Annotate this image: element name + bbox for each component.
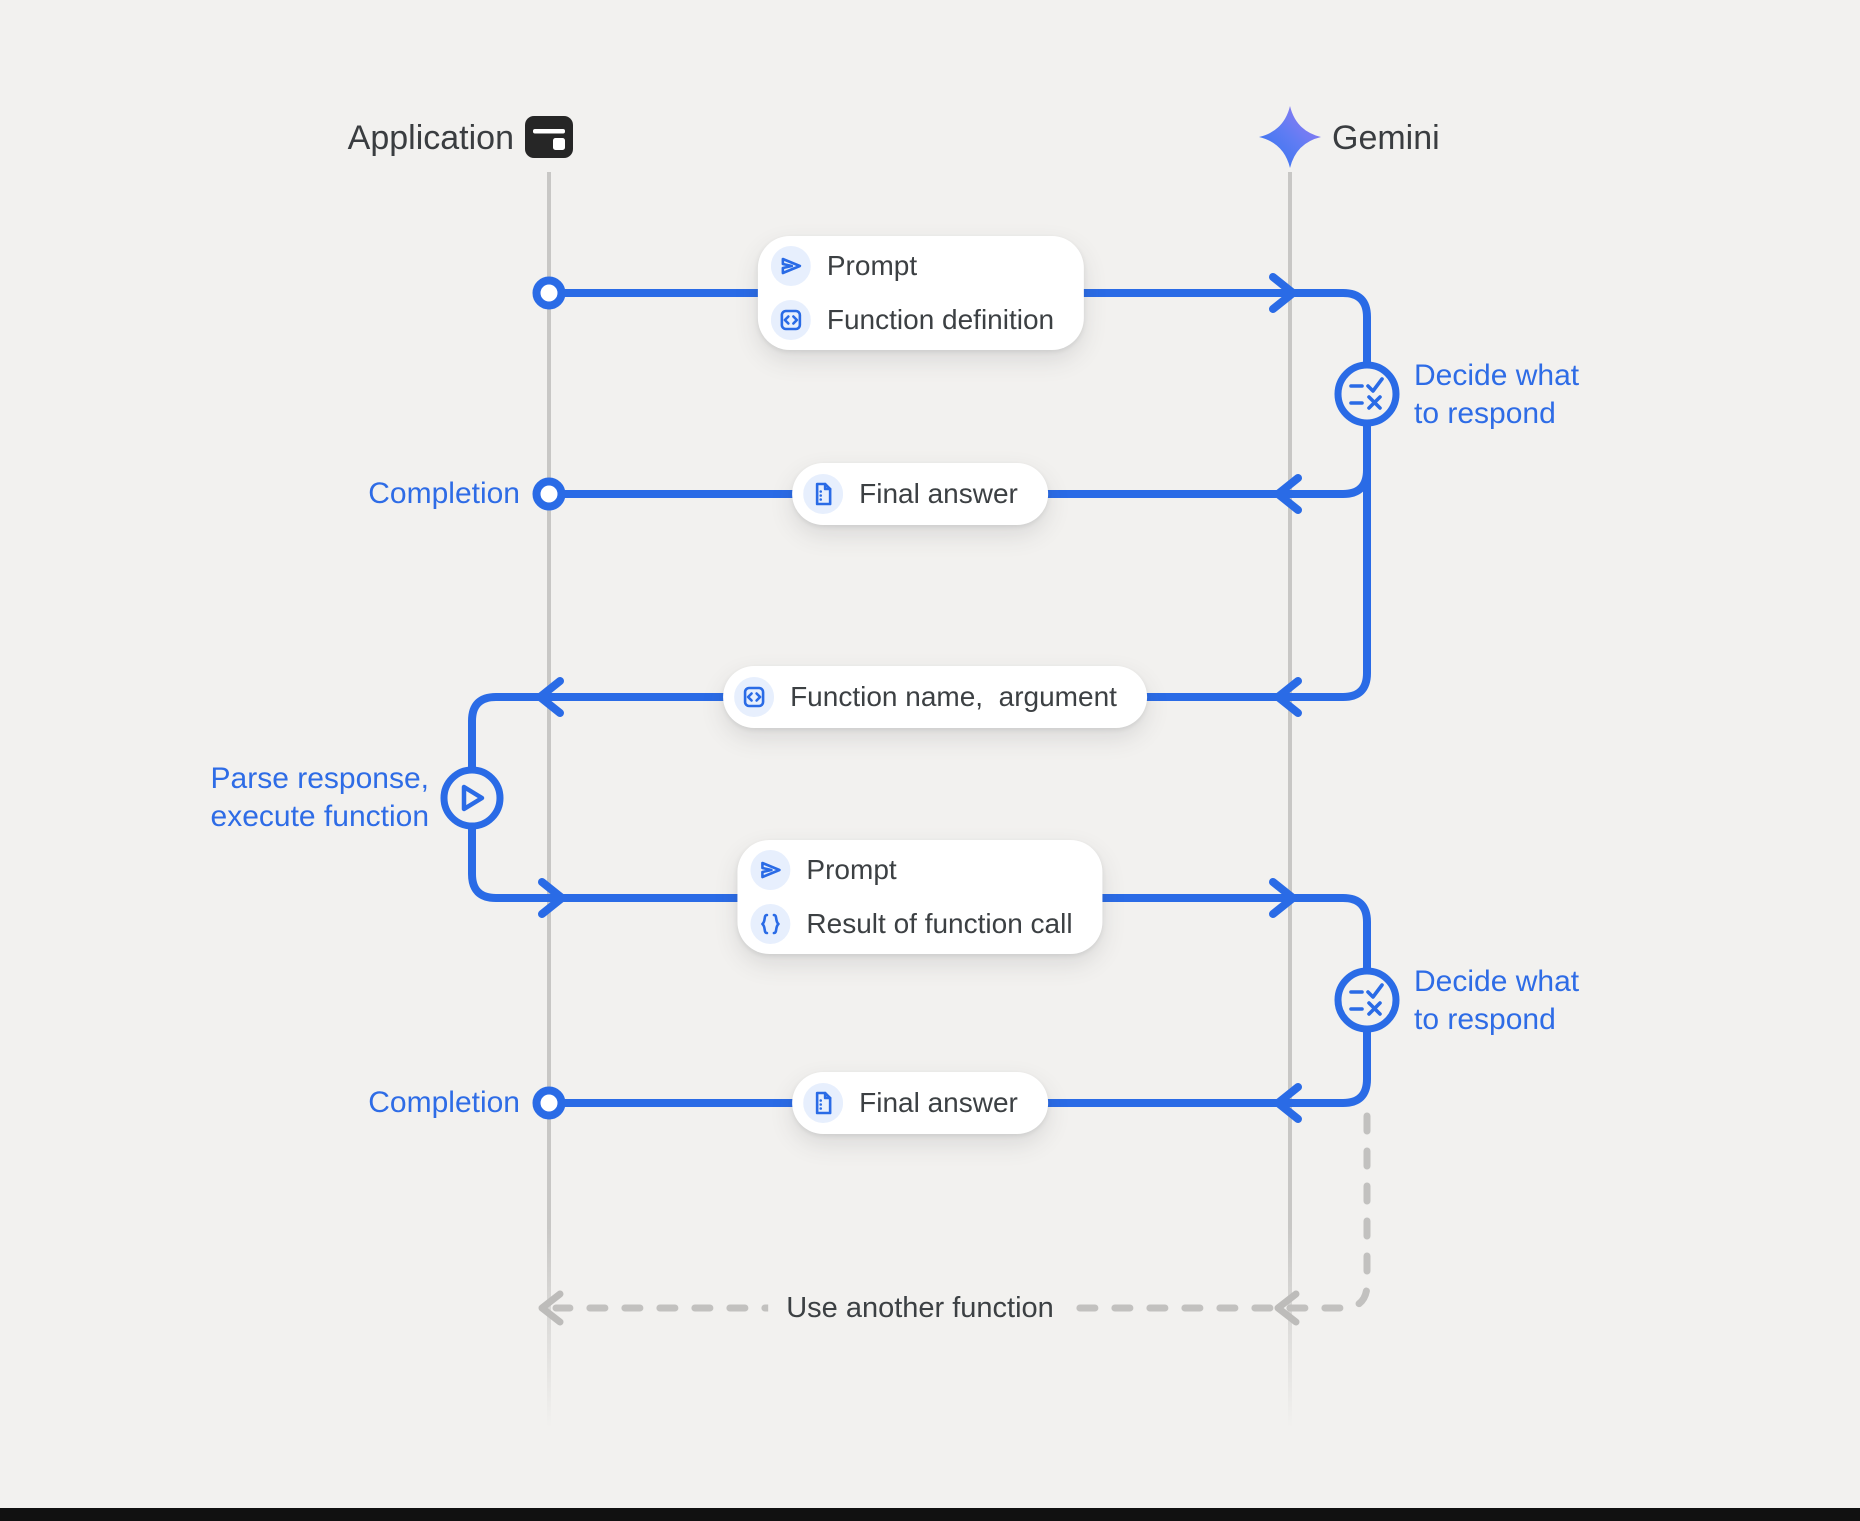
code-icon bbox=[770, 300, 811, 340]
arrow-right-icon bbox=[1269, 878, 1297, 918]
document-icon bbox=[803, 474, 844, 514]
braces-icon bbox=[750, 904, 791, 944]
decide-node-2 bbox=[1334, 967, 1400, 1033]
code-icon bbox=[734, 677, 775, 717]
message-label: Result of function call bbox=[806, 908, 1073, 939]
message-label: Final answer bbox=[859, 1087, 1018, 1118]
message-row: Final answer bbox=[803, 1075, 1018, 1131]
arrow-left-gray-icon bbox=[1274, 1290, 1300, 1326]
document-icon bbox=[803, 1083, 844, 1123]
message-row: Final answer bbox=[803, 466, 1018, 522]
message-row: Function definition bbox=[770, 293, 1055, 347]
arrow-right-icon bbox=[1269, 273, 1297, 313]
message-label: Final answer bbox=[859, 478, 1018, 509]
completion-label-1: Completion bbox=[368, 477, 520, 510]
arrow-left-icon bbox=[1274, 1083, 1302, 1123]
use-another-function-path bbox=[552, 1112, 1371, 1312]
message-label: Function name, argument bbox=[790, 681, 1117, 712]
message-function-name-argument: Function name, argument bbox=[723, 666, 1147, 728]
decide-node-1 bbox=[1334, 361, 1400, 427]
decide-label-1: Decide what to respond bbox=[1414, 357, 1579, 433]
decide-label-line1: Decide what bbox=[1414, 359, 1580, 392]
completion-branch-path bbox=[545, 466, 1371, 498]
message-row: Prompt bbox=[770, 239, 1054, 293]
message-final-answer-1: Final answer bbox=[792, 463, 1048, 525]
play-icon bbox=[461, 784, 485, 812]
message-final-answer-2: Final answer bbox=[792, 1072, 1048, 1134]
arrow-left-gray-icon bbox=[538, 1290, 564, 1326]
message-row: Function name, argument bbox=[734, 669, 1117, 725]
message-prompt-function-result: Prompt Result of function call bbox=[737, 840, 1103, 954]
decide-label-line1: Decide what bbox=[1414, 965, 1580, 998]
flow-start-node bbox=[532, 276, 566, 310]
execute-node bbox=[440, 766, 504, 830]
decide-label-2: Decide what to respond bbox=[1414, 963, 1579, 1039]
rule-icon bbox=[1349, 377, 1384, 410]
message-row: Prompt bbox=[750, 843, 1072, 897]
message-prompt-function-definition: Prompt Function definition bbox=[757, 236, 1085, 350]
application-header-label: Application bbox=[347, 119, 514, 157]
message-label: Function definition bbox=[826, 304, 1055, 335]
send-icon bbox=[770, 246, 811, 286]
bottom-edge-bar bbox=[0, 1508, 1860, 1521]
arrow-left-icon bbox=[536, 677, 564, 717]
message-label: Prompt bbox=[806, 854, 897, 885]
use-another-function-label: Use another function bbox=[768, 1288, 1072, 1328]
parse-label-line1: Parse response, bbox=[210, 762, 429, 795]
rule-icon bbox=[1349, 983, 1384, 1016]
gemini-star-icon bbox=[1259, 106, 1321, 168]
send-icon bbox=[750, 850, 791, 890]
decide-label-line2: to respond bbox=[1414, 1003, 1556, 1036]
completion-node bbox=[532, 1086, 566, 1120]
parse-label-line2: execute function bbox=[210, 800, 429, 833]
completion-node bbox=[532, 477, 566, 511]
arrow-left-icon bbox=[1274, 677, 1302, 717]
app-window-icon bbox=[525, 116, 573, 158]
arrow-left-icon bbox=[1274, 474, 1302, 514]
message-label: Prompt bbox=[826, 250, 918, 281]
completion-label-2: Completion bbox=[368, 1086, 520, 1119]
gemini-header-label: Gemini bbox=[1332, 119, 1440, 157]
message-row: Result of function call bbox=[750, 897, 1073, 951]
arrow-right-icon bbox=[538, 878, 566, 918]
decide-label-line2: to respond bbox=[1414, 397, 1556, 430]
parse-execute-label: Parse response, execute function bbox=[211, 760, 429, 836]
